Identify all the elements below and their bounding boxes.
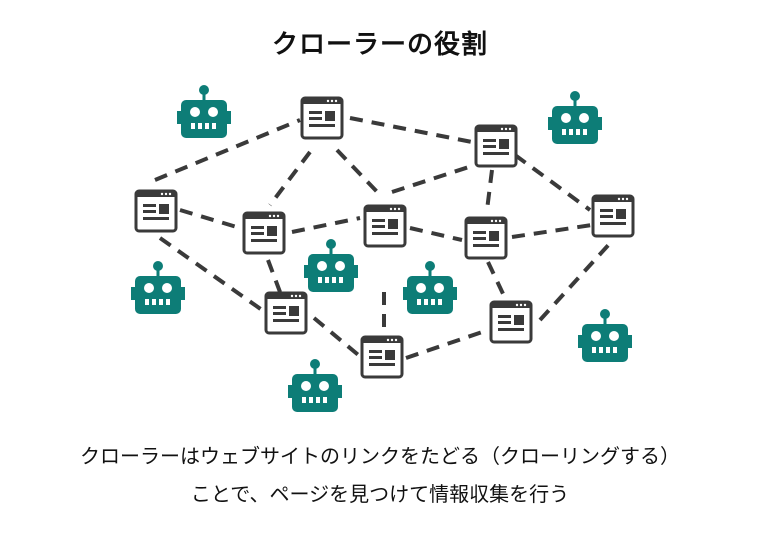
robot-icon [177,85,231,138]
robot-icon [304,239,358,292]
webpage-icon [489,300,533,344]
robot-icon [288,359,342,412]
crawler-network-diagram [131,85,635,412]
edge [511,223,593,239]
edge [486,261,507,299]
robot-icon [403,261,457,314]
webpage-icon [134,189,178,233]
diagram-title: クローラーの役割 [271,30,488,60]
edge [391,163,476,194]
webpage-icon [363,204,407,248]
webpage-icon [591,194,635,238]
edge [405,328,489,360]
edge [335,148,384,199]
caption-line-1: クローラーはウェブサイトのリンクをたどる（クローリングする） [80,444,680,468]
webpage-icon [360,335,404,379]
link-edges [154,116,615,360]
robot-icon [131,261,185,314]
webpage-icon [464,216,508,260]
edge [513,153,592,212]
edge [154,118,301,182]
webpage-icon [242,211,286,255]
robot-icon [548,91,602,144]
webpage-icon [264,291,308,335]
edge [312,316,364,360]
edge [485,169,494,211]
edge [268,150,312,207]
edge [266,259,282,293]
caption-line-2: ことで、ページを見つけて情報収集を行う [190,482,570,506]
edge [291,216,361,234]
robot-icon [578,309,632,362]
edge [409,226,463,242]
edge [538,238,615,322]
webpage-icon [474,124,518,168]
edge [349,116,473,144]
webpage-icon [300,96,344,140]
edge [179,208,241,230]
